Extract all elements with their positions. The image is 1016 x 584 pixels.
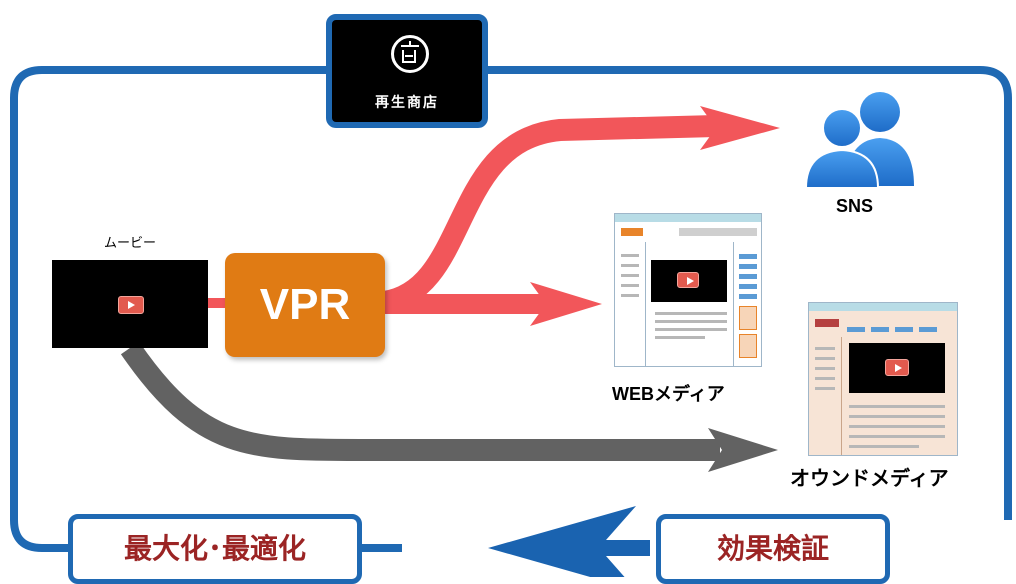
arrow-to-owned	[120, 341, 720, 461]
verify-box: 効果検証	[656, 514, 890, 584]
vpr-box: VPR	[225, 253, 385, 357]
movie-thumbnail	[52, 260, 208, 348]
optimize-box: 最大化･最適化	[68, 514, 362, 584]
return-arrow-icon	[488, 506, 650, 577]
web-play-icon	[677, 272, 699, 288]
owned-play-icon	[885, 359, 909, 376]
arrow-to-sns-head	[700, 106, 780, 150]
company-logo-box: 再生商店	[326, 14, 488, 128]
owned-media-page-icon	[808, 302, 958, 456]
owned-media-label: オウンドメディア	[790, 468, 949, 490]
web-media-label: WEBメディア	[612, 384, 725, 404]
movie-vpr-connector	[206, 298, 228, 308]
feedback-loop-line	[10, 66, 1012, 552]
sns-label: SNS	[836, 196, 874, 216]
movie-label: ムービー	[103, 236, 156, 251]
arrow-to-sns	[381, 115, 717, 313]
arrow-to-owned-head	[708, 428, 778, 472]
sns-people-icon	[804, 92, 914, 189]
logo-emblem-icon	[391, 35, 429, 73]
play-icon	[118, 296, 144, 314]
web-media-page-icon	[614, 213, 762, 367]
arrow-to-web-head	[530, 282, 602, 326]
logo-name: 再生商店	[375, 95, 439, 111]
